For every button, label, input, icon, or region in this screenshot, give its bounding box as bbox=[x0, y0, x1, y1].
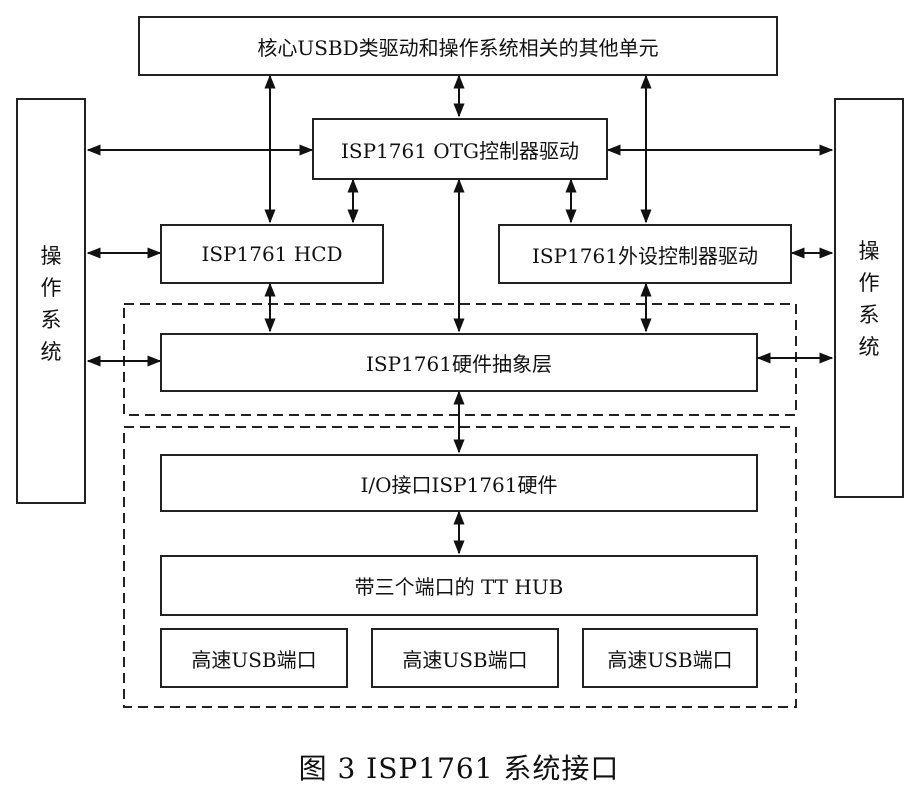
os-left-box: 操 作 系 统 bbox=[16, 98, 86, 504]
hcd-box: ISP1761 HCD bbox=[160, 224, 384, 284]
os-right-label: 操 作 系 统 bbox=[858, 239, 880, 359]
hcd-label: ISP1761 HCD bbox=[201, 242, 343, 266]
hal-label: ISP1761硬件抽象层 bbox=[366, 352, 552, 376]
core-usbd-label: 核心USBD类驱动和操作系统相关的其他单元 bbox=[257, 35, 659, 60]
usb-port-label-2: 高速USB端口 bbox=[402, 647, 528, 672]
peripheral-driver-box: ISP1761外设控制器驱动 bbox=[498, 224, 792, 284]
figure-caption: 图 3 ISP1761 系统接口 bbox=[298, 752, 620, 785]
tt-hub-label: 带三个端口的 TT HUB bbox=[354, 575, 564, 599]
os-right-box: 操 作 系 统 bbox=[834, 98, 904, 498]
peripheral-driver-label: ISP1761外设控制器驱动 bbox=[532, 243, 758, 268]
usb-port-label-1: 高速USB端口 bbox=[191, 647, 317, 672]
core-usbd-box: 核心USBD类驱动和操作系统相关的其他单元 bbox=[138, 16, 778, 76]
usb-port-box-2: 高速USB端口 bbox=[371, 628, 559, 688]
otg-driver-box: ISP1761 OTG控制器驱动 bbox=[312, 118, 608, 180]
usb-port-label-3: 高速USB端口 bbox=[607, 647, 733, 672]
tt-hub-box: 带三个端口的 TT HUB bbox=[160, 555, 758, 616]
usb-port-box-3: 高速USB端口 bbox=[582, 628, 758, 688]
otg-driver-label: ISP1761 OTG控制器驱动 bbox=[340, 138, 580, 163]
io-interface-label: I/O接口ISP1761硬件 bbox=[360, 472, 558, 497]
os-left-label: 操 作 系 统 bbox=[40, 244, 62, 364]
usb-port-box-1: 高速USB端口 bbox=[160, 628, 348, 688]
hal-box: ISP1761硬件抽象层 bbox=[160, 333, 758, 392]
io-interface-box: I/O接口ISP1761硬件 bbox=[160, 454, 758, 512]
